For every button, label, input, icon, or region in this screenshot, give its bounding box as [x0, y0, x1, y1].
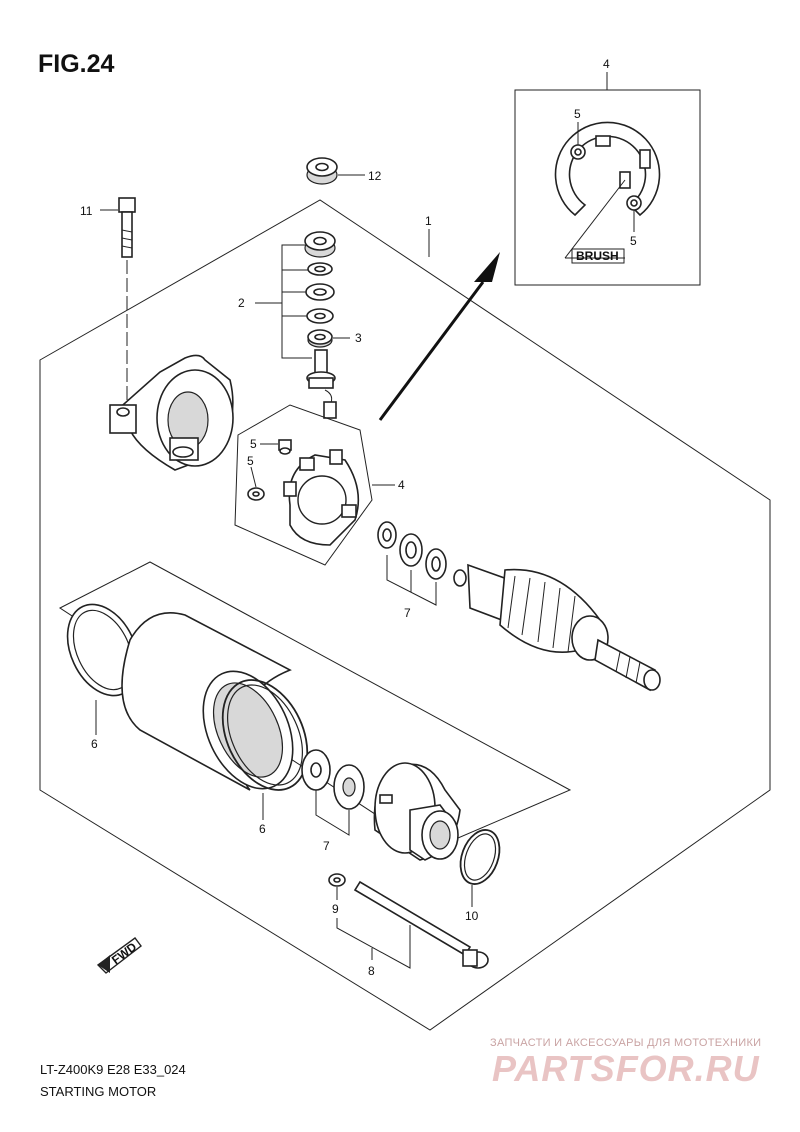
brush-screw-upper: [278, 439, 292, 455]
inset-pointer-arrow: [474, 252, 500, 282]
callout-4-inset: 4: [603, 57, 610, 71]
terminal-washer-stack: [304, 231, 336, 348]
armature: [453, 563, 661, 692]
model-name: STARTING MOTOR: [40, 1084, 157, 1099]
watermark-subtitle: ЗАПЧАСТИ И АКСЕССУАРЫ ДЛЯ МОТОТЕХНИКИ: [490, 1037, 762, 1049]
callout-5-upper: 5: [250, 437, 257, 451]
rear-end-cover: [109, 354, 234, 471]
terminal-bolt: [306, 349, 337, 419]
callout-3: 3: [355, 331, 362, 345]
figure-title: FIG.24: [38, 50, 115, 78]
inset-brush-plate: [554, 121, 661, 217]
assembly-frame: [39, 199, 771, 1031]
o-ring-left: [66, 603, 140, 697]
washer-set-lower: [301, 749, 365, 810]
callout-5-lower: 5: [247, 454, 254, 468]
bolt-part-11: [118, 197, 136, 258]
nut-part-12: [306, 157, 338, 185]
callout-4: 4: [398, 478, 405, 492]
callout-11: 11: [80, 204, 93, 218]
callout-9: 9: [332, 902, 339, 916]
brush-screw-lower: [247, 487, 265, 501]
brush-plate: [283, 449, 360, 546]
washer-part-9: [328, 873, 346, 887]
callout-6-left: 6: [91, 737, 98, 751]
callout-7-lower: 7: [323, 839, 330, 853]
callout-8: 8: [368, 964, 375, 978]
callout-6-right: 6: [259, 822, 266, 836]
callout-12: 12: [368, 169, 382, 183]
callout-5-inset-bottom: 5: [630, 234, 637, 248]
o-ring-part-10: [459, 829, 501, 885]
callout-7-upper: 7: [404, 606, 411, 620]
watermark-logo: PARTSFOR.RU: [492, 1048, 760, 1089]
callout-5-inset-top: 5: [574, 107, 581, 121]
brush-label-box: [571, 248, 625, 264]
brush-plate-frame: [234, 404, 373, 566]
through-bolt-part-8: [353, 880, 489, 969]
brush-label: BRUSH: [576, 249, 619, 263]
model-code: LT-Z400K9 E28 E33_024: [40, 1062, 186, 1077]
callout-10: 10: [465, 909, 479, 923]
o-ring-right: [221, 679, 309, 791]
callout-2: 2: [238, 296, 245, 310]
yoke-housing: [121, 611, 294, 791]
fwd-direction-badge: FWD: [96, 937, 142, 974]
washer-set-upper: [377, 521, 447, 580]
front-bracket: [373, 762, 461, 861]
callout-1: 1: [425, 214, 432, 228]
